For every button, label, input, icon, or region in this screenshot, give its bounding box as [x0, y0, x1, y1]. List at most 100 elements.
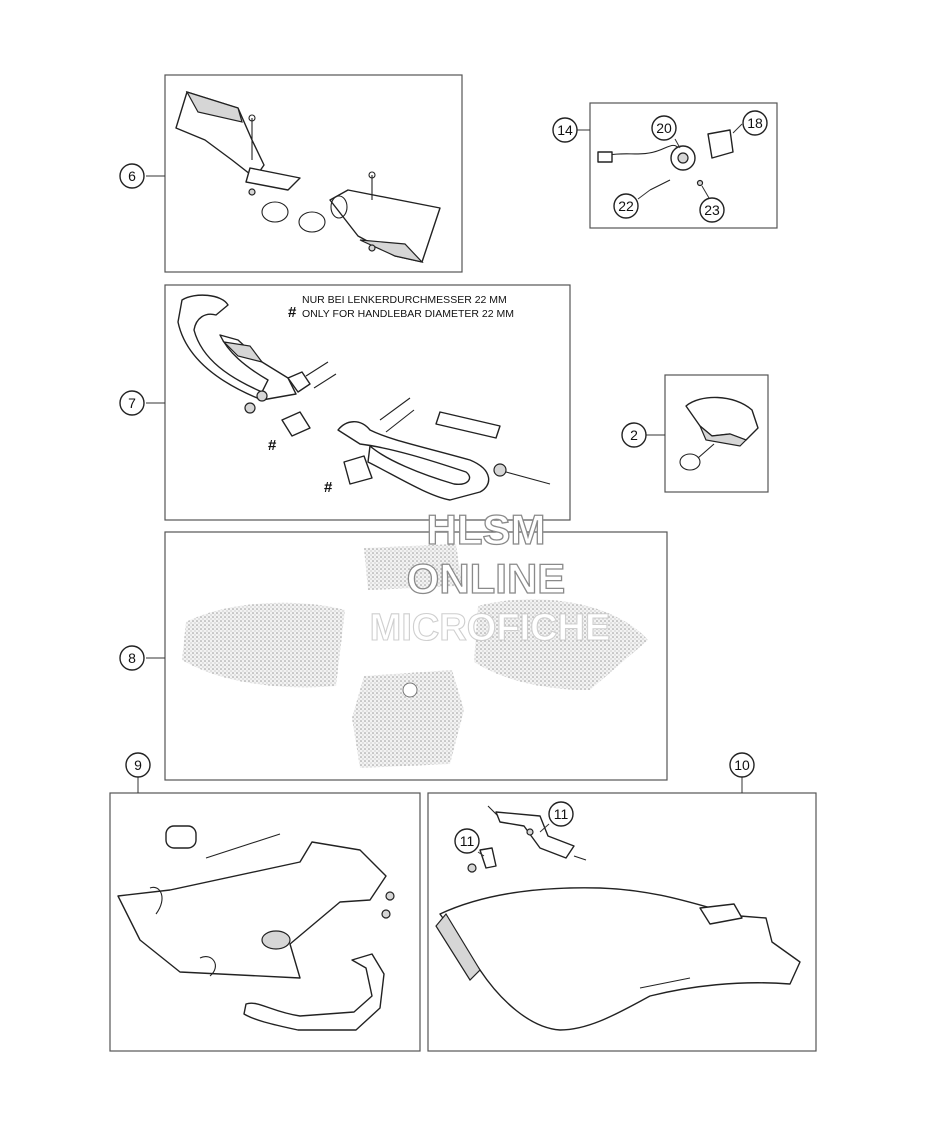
clip-11	[479, 847, 497, 869]
watermark: HLSM ONLINE MICROFICHE	[369, 505, 611, 649]
callout-9: 9	[134, 757, 142, 773]
callout-7-circle	[119, 390, 145, 416]
group-2-frame	[664, 374, 769, 493]
bolt-7d	[385, 409, 415, 433]
group-10-skidplate	[427, 777, 817, 1052]
group-8-frame	[164, 531, 668, 781]
handguard-right-shade	[359, 239, 424, 264]
callout-22-circle	[613, 193, 639, 219]
clamp-ring-left	[261, 201, 289, 223]
bolt-7c	[379, 397, 411, 421]
switch-housing	[707, 129, 734, 159]
group-10-frame	[427, 792, 817, 1052]
bolt-left-head	[248, 114, 256, 122]
leader-18	[732, 123, 743, 134]
callout-9-circle	[125, 752, 151, 778]
nut-9a	[385, 891, 395, 901]
watermark-line3: MICROFICHE	[370, 607, 611, 649]
callout-6-circle	[119, 163, 145, 189]
callout-20-circle	[651, 115, 677, 141]
callout-18-circle	[742, 110, 768, 136]
cover-part	[685, 396, 759, 441]
callout-11a-circle	[548, 801, 574, 827]
leader-23	[701, 185, 710, 199]
frame-guard-tube	[243, 953, 385, 1031]
cable-tie-loop	[679, 453, 701, 471]
skid-plate-main	[439, 887, 801, 1031]
mount-clip-left	[149, 886, 163, 915]
callout-2: 2	[630, 427, 638, 443]
callout-2-circle	[621, 422, 647, 448]
callout-11b: 11	[460, 833, 475, 849]
hash-left: #	[268, 437, 277, 454]
bar-end-nut	[493, 463, 507, 477]
mount-bracket	[495, 811, 575, 859]
group-6-frame	[164, 74, 463, 273]
group-14-switch	[577, 102, 778, 229]
decal-number-plate	[352, 670, 464, 768]
callout-18: 18	[747, 115, 763, 131]
long-bolt	[205, 833, 281, 859]
leader-20	[674, 138, 681, 149]
nut-7a	[244, 402, 256, 414]
group-6-handguards	[146, 74, 463, 273]
handguard-left-mount	[245, 167, 301, 191]
skid-plate-front-shade	[435, 912, 481, 981]
cable-tie-tail	[697, 443, 715, 459]
group-9-skidplate	[109, 777, 421, 1052]
cover-underside	[699, 425, 748, 447]
handlebar-stub	[435, 411, 501, 439]
guard-right	[337, 421, 490, 501]
bar-end-bolt	[505, 471, 551, 485]
wire-harness	[599, 144, 681, 158]
guard-left-clamp	[287, 371, 311, 393]
connector	[597, 151, 613, 163]
leader-22	[637, 189, 651, 200]
group-7-frame	[164, 284, 571, 521]
callout-8: 8	[128, 650, 136, 666]
callout-22: 22	[618, 198, 634, 214]
spacer-right	[343, 455, 373, 485]
bracket-nut	[526, 828, 534, 836]
note-line-de: NUR BEI LENKERDURCHMESSER 22 MM	[302, 294, 507, 306]
group-8-decals	[146, 531, 668, 781]
callout-23: 23	[704, 202, 720, 218]
watermark-line1: HLSM	[427, 506, 546, 553]
guard-left-shade	[222, 341, 264, 363]
screw-22	[649, 179, 671, 191]
clamp-ring-right	[298, 211, 326, 233]
group-7-handguards-aluminium: # NUR BEI LENKERDURCHMESSER 22 MM ONLY F…	[146, 284, 571, 521]
callout-10: 10	[734, 757, 750, 773]
nut-7b	[256, 390, 268, 402]
nut-left	[248, 188, 256, 196]
group-9-frame	[109, 792, 421, 1052]
skid-plate	[117, 841, 387, 979]
switch-knob	[677, 152, 689, 164]
callout-23-circle	[699, 197, 725, 223]
group-14-frame	[589, 102, 778, 229]
leader-11a	[539, 823, 550, 833]
callout-6: 6	[128, 168, 136, 184]
callout-7: 7	[128, 395, 136, 411]
bolt-right-head	[368, 171, 376, 179]
bracket-screw	[573, 855, 587, 861]
skid-plate-crease	[639, 977, 691, 989]
decal-hole	[402, 682, 418, 698]
bolt-7a	[305, 361, 329, 377]
callout-20: 20	[656, 120, 672, 136]
group-2-cover	[646, 374, 769, 493]
note-symbol: #	[288, 304, 297, 321]
nut-9b	[381, 909, 391, 919]
callout-14: 14	[557, 122, 573, 138]
handguard-right-mount	[330, 195, 348, 219]
skid-plate-hole	[261, 930, 291, 950]
washer-23	[696, 179, 704, 187]
callout-11b-circle	[454, 828, 480, 854]
bracket-bolt	[487, 805, 499, 817]
bolt-7b	[313, 373, 337, 389]
decal-right	[474, 599, 648, 690]
note-line-en: ONLY FOR HANDLEBAR DIAMETER 22 MM	[302, 308, 514, 320]
nut-right	[368, 244, 376, 252]
callout-14-circle	[552, 117, 578, 143]
